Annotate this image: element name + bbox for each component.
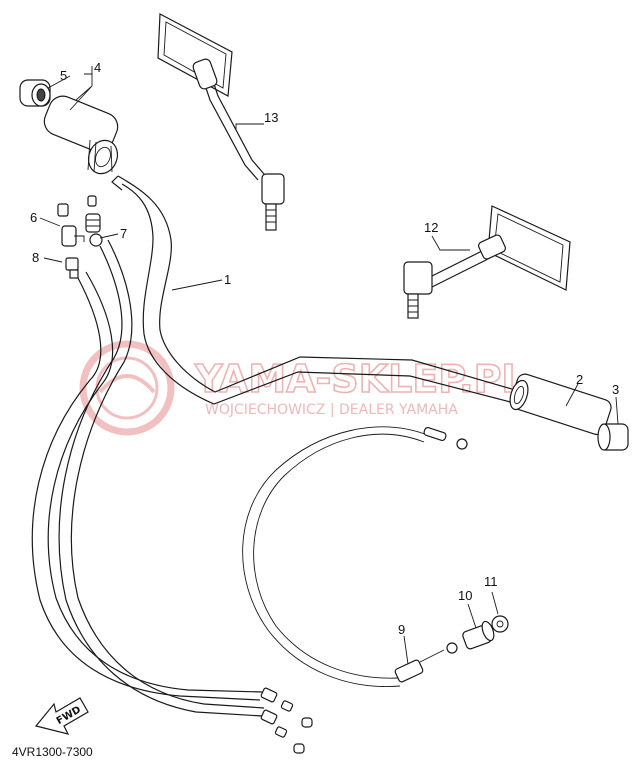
- diagram-code: 4VR1300-7300: [12, 745, 93, 759]
- handlebar: [111, 175, 523, 405]
- throttle-cables: [31, 239, 313, 754]
- leader-lines: [39, 66, 619, 665]
- callout-9: 9: [398, 622, 405, 637]
- callout-13: 13: [264, 110, 278, 125]
- clutch-adjuster: [462, 615, 509, 650]
- callout-4: 4: [94, 60, 101, 75]
- left-throttle-grip: [43, 95, 119, 175]
- right-mirror: [403, 205, 571, 319]
- callout-10: 10: [458, 588, 472, 603]
- callout-5: 5: [60, 68, 67, 83]
- callout-labels: 1 2 3 4 5 6 7 8 9 10 11 12 13: [30, 60, 619, 637]
- callout-3: 3: [612, 382, 619, 397]
- right-grip: [509, 373, 612, 436]
- grip-end-cap: [19, 79, 51, 107]
- watermark-subtitle: WOJCIECHOWICZ | DEALER YAMAHA: [205, 402, 458, 418]
- clutch-cable: [242, 426, 468, 687]
- callout-6: 6: [30, 210, 37, 225]
- callout-8: 8: [32, 250, 39, 265]
- watermark-title: YAMA-SKLEP.PL: [194, 357, 526, 401]
- callout-2: 2: [576, 372, 583, 387]
- left-mirror: [157, 13, 285, 231]
- adjuster-assembly: [57, 203, 85, 279]
- bar-end-cap: [597, 423, 629, 451]
- callout-11: 11: [484, 574, 498, 589]
- cable-adjuster: [85, 195, 103, 247]
- callout-12: 12: [424, 220, 438, 235]
- watermark: YAMA-SKLEP.PL WOJCIECHOWICZ | DEALER YAM…: [79, 340, 526, 436]
- callout-1: 1: [224, 272, 231, 287]
- callout-7: 7: [120, 226, 127, 241]
- fwd-arrow: FWD: [34, 697, 89, 735]
